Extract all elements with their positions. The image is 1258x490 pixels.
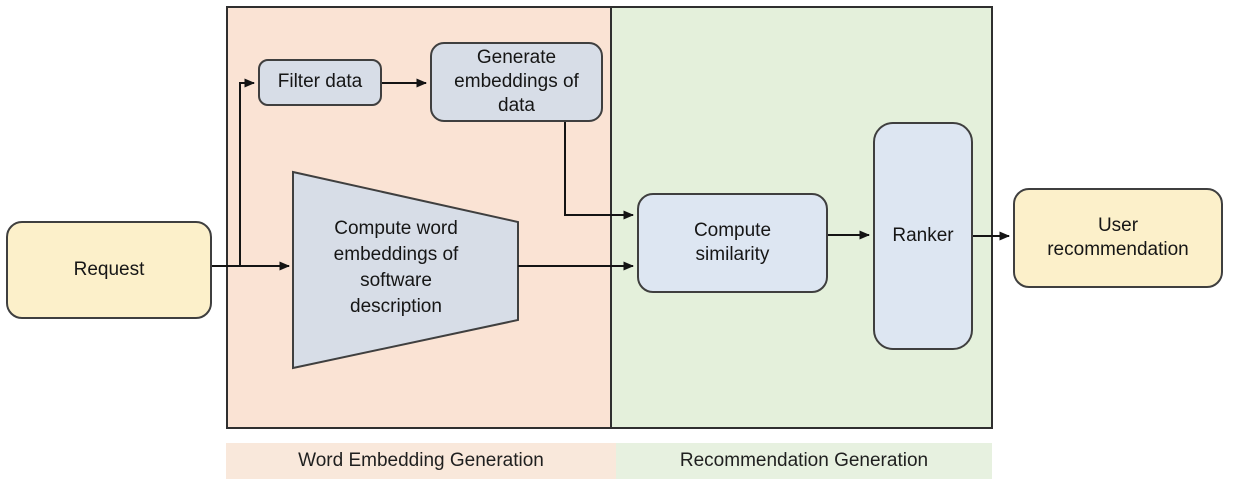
- ranker-node: Ranker: [873, 122, 973, 350]
- arrow-request-to-filter-data: [239, 78, 255, 266]
- compute-similarity-label: Compute similarity: [693, 219, 772, 265]
- user-recommendation-node: User recommendation: [1013, 188, 1223, 288]
- request-node: Request: [6, 221, 212, 319]
- generate-embeddings-label: Generate embeddings of data: [454, 46, 579, 117]
- arrow-generate-embeddings-to-compute-similarity: [564, 122, 634, 220]
- compute-similarity-node: Compute similarity: [637, 193, 828, 293]
- user-recommendation-label: User recommendation: [1047, 214, 1189, 260]
- filter-data-label: Filter data: [277, 71, 363, 93]
- recommendation-generation-label: Recommendation Generation: [679, 450, 929, 471]
- filter-data-node: Filter data: [258, 59, 382, 106]
- ranker-label: Ranker: [892, 224, 954, 246]
- word-embedding-generation-strip: Word Embedding Generation: [226, 443, 616, 479]
- word-embedding-generation-label: Word Embedding Generation: [298, 450, 544, 471]
- recommendation-generation-strip: Recommendation Generation: [616, 443, 992, 479]
- compute-word-embeddings-label: Compute word embeddings of software desc…: [333, 218, 459, 317]
- generate-embeddings-node: Generate embeddings of data: [430, 42, 603, 122]
- compute-word-embeddings-trapezoid: [292, 170, 519, 370]
- request-label: Request: [73, 258, 145, 280]
